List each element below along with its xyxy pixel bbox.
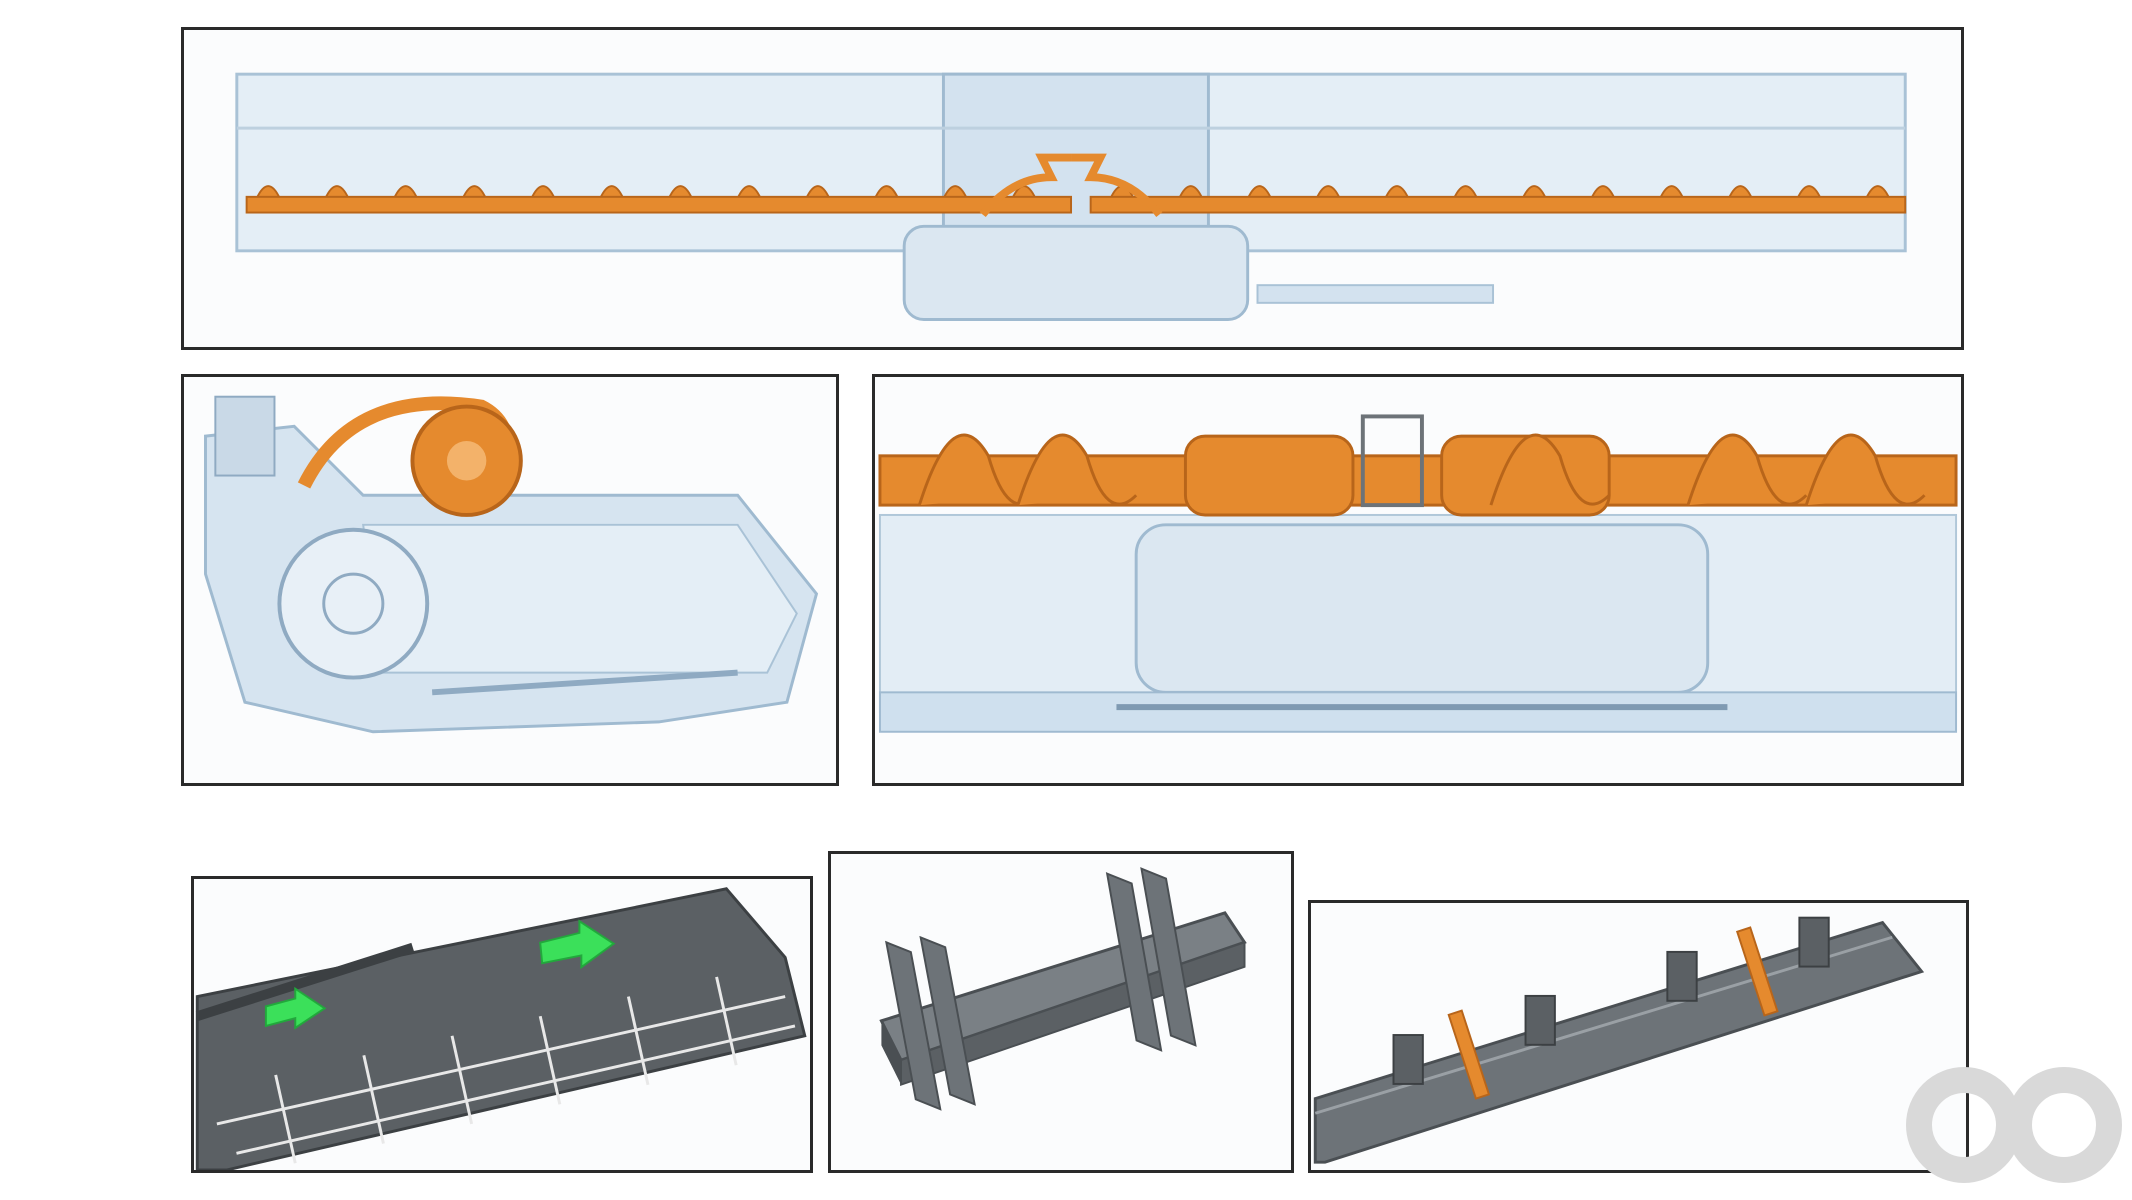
disc-plate-left-b [919,935,976,1106]
header-side-view-panel [181,374,839,786]
green-marker-right [539,919,616,970]
beam-with-discs-drawing [879,867,1247,1111]
right-auger [1109,185,1891,200]
drum-wheel [277,527,430,680]
auger-flight [1804,433,1926,506]
auger-flight [942,185,968,200]
center-feeder [1134,523,1710,694]
auger-flight [736,185,762,200]
center-auger-closeup-drawing [878,414,1958,733]
frame-with-markers-drawing [195,887,807,1170]
auger-flight [1489,433,1611,506]
frame-with-markers-panel [191,876,813,1173]
header-side-view-drawing [204,395,819,734]
auger-flight [255,185,281,200]
frame-beam [195,887,807,1170]
disc-plate-right-a [1105,872,1163,1052]
bracket-set [1392,916,1830,1085]
disc-plate-left-a [885,940,942,1111]
auger-flight [1315,185,1341,200]
auger-flight [461,185,487,200]
auger-flight [1590,185,1616,200]
auger-flight [1246,185,1273,200]
auger-flight [667,185,694,200]
auger-flights [917,433,1926,506]
auger-flight [392,185,419,200]
logo-watermark-icon [1906,1067,2122,1183]
green-marker-left [264,986,327,1030]
clamp-beam [1313,920,1925,1164]
center-drum [902,224,1250,321]
left-auger-tube [245,195,1073,214]
beam-with-clamps-panel [1308,900,1969,1173]
orange-clamp-left [1447,1009,1491,1100]
right-auger-tube [1089,195,1907,214]
beam-with-clamps-drawing [1313,916,1925,1164]
left-auger [255,185,1037,200]
frame-lattice [216,976,796,1164]
auger-flight [530,185,556,200]
auger-flight [1686,433,1808,506]
auger-flight [1452,185,1479,200]
auger-flight [1016,433,1138,506]
beam-with-discs-panel [828,851,1294,1173]
disc-plate-right-b [1140,867,1197,1047]
auger-flight [1727,185,1754,200]
center-auger-closeup-panel [872,374,1964,786]
auger-flight [599,185,625,200]
auger-flight [873,185,900,200]
auger-flight [1796,185,1822,200]
orange-clamp-right [1735,926,1779,1017]
header-front-view-drawing [235,72,1907,321]
auger-flight [1384,185,1410,200]
auger-flight [1178,185,1204,200]
auger-flight [1658,185,1685,200]
header-front-view-panel [181,27,1964,350]
auger-flight [1521,185,1547,200]
auger-flight [1865,185,1891,200]
auger-flight [805,185,831,200]
auger-flight [324,185,350,200]
